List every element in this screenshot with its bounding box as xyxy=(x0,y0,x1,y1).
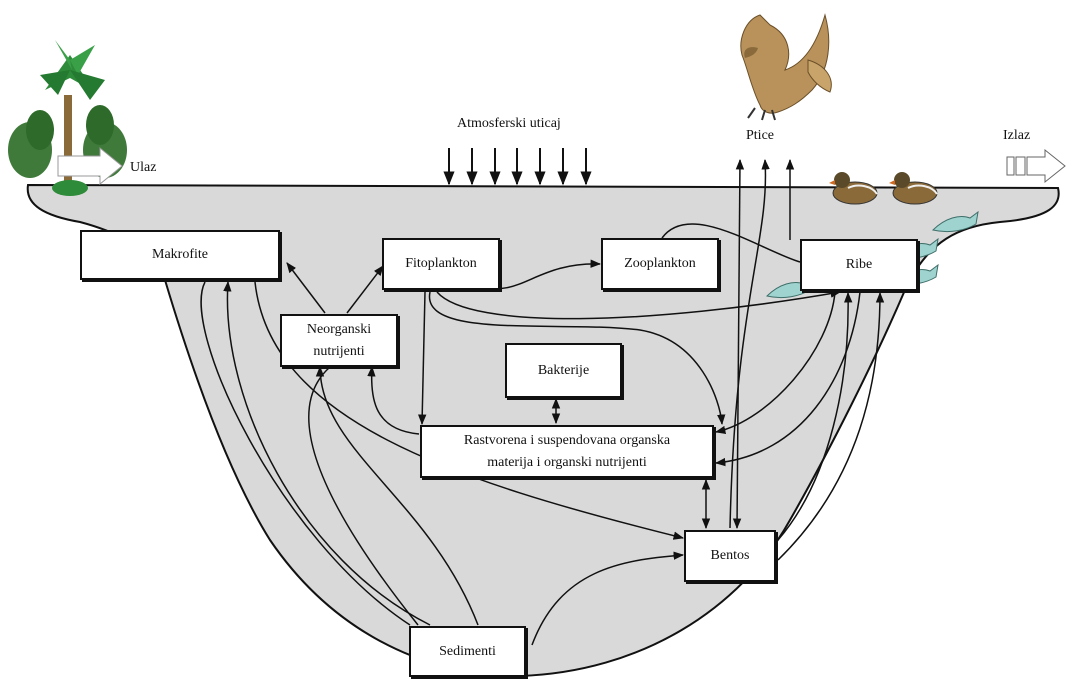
node-neorganski-line1: Neorganski xyxy=(306,321,372,337)
node-sedimenti: Sedimenti xyxy=(409,626,526,677)
arrow-zoo-ribe xyxy=(661,223,801,263)
node-makrofite-label: Makrofite xyxy=(152,247,208,263)
node-organska-line1: Rastvorena i suspendovana organska xyxy=(463,432,671,448)
node-fitoplankton: Fitoplankton xyxy=(382,238,500,290)
node-bentos: Bentos xyxy=(684,530,776,582)
arrow-sediment-makrofite xyxy=(223,280,431,626)
arrow-sediment-curve-left xyxy=(200,281,411,626)
arrow-ribe-organic-2 xyxy=(714,291,861,467)
arrow-organic-neorganski xyxy=(367,365,420,435)
node-zooplankton-label: Zooplankton xyxy=(624,256,696,272)
node-ribe-label: Ribe xyxy=(845,257,873,273)
outlet-label: Izlaz xyxy=(1003,128,1031,143)
node-zooplankton: Zooplankton xyxy=(601,238,719,290)
node-sedimenti-label: Sedimenti xyxy=(439,643,496,659)
outlet-arrow xyxy=(1006,148,1066,184)
node-makrofite: Makrofite xyxy=(80,230,280,280)
node-ribe: Ribe xyxy=(800,239,918,291)
inlet-label: Ulaz xyxy=(130,160,157,175)
node-bakterije-label: Bakterije xyxy=(537,362,590,378)
arrow-neorganski-makrofite xyxy=(286,262,326,314)
atmosphere-label: Atmosferski uticaj xyxy=(457,116,561,131)
arrow-bentos-ptice-2 xyxy=(729,158,770,529)
arrow-sediment-bentos xyxy=(531,551,685,646)
arrow-fito-organic xyxy=(418,291,427,426)
node-neorganski-line2: nutrijenti xyxy=(313,343,365,359)
birds-label: Ptice xyxy=(746,128,774,143)
atmosphere-arrows xyxy=(443,148,592,186)
node-organska-line2: materija i organski nutrijenti xyxy=(487,454,647,470)
tree-icon xyxy=(8,40,127,196)
duck-icon xyxy=(829,172,938,205)
arrow-neorganski-fitoplankton xyxy=(346,265,384,314)
arrow-bentos-ribe-2 xyxy=(777,291,885,561)
arrow-bentos-ptice-1 xyxy=(732,158,745,530)
eagle-icon xyxy=(740,13,832,121)
node-fitoplankton-label: Fitoplankton xyxy=(405,256,477,272)
arrow-fito-bentos xyxy=(428,291,726,426)
arrow-bentos-ribe-1 xyxy=(777,291,853,541)
node-organska-materija: Rastvorena i suspendovana organska mater… xyxy=(420,425,714,478)
arrow-makrofite-bentos xyxy=(254,281,685,540)
node-bentos-label: Bentos xyxy=(710,548,750,564)
arrow-fito-ribe xyxy=(436,289,842,320)
node-neorganski: Neorganski nutrijenti xyxy=(280,314,398,367)
node-bakterije: Bakterije xyxy=(505,343,622,398)
arrow-sediment-neorganski-1 xyxy=(315,365,479,626)
